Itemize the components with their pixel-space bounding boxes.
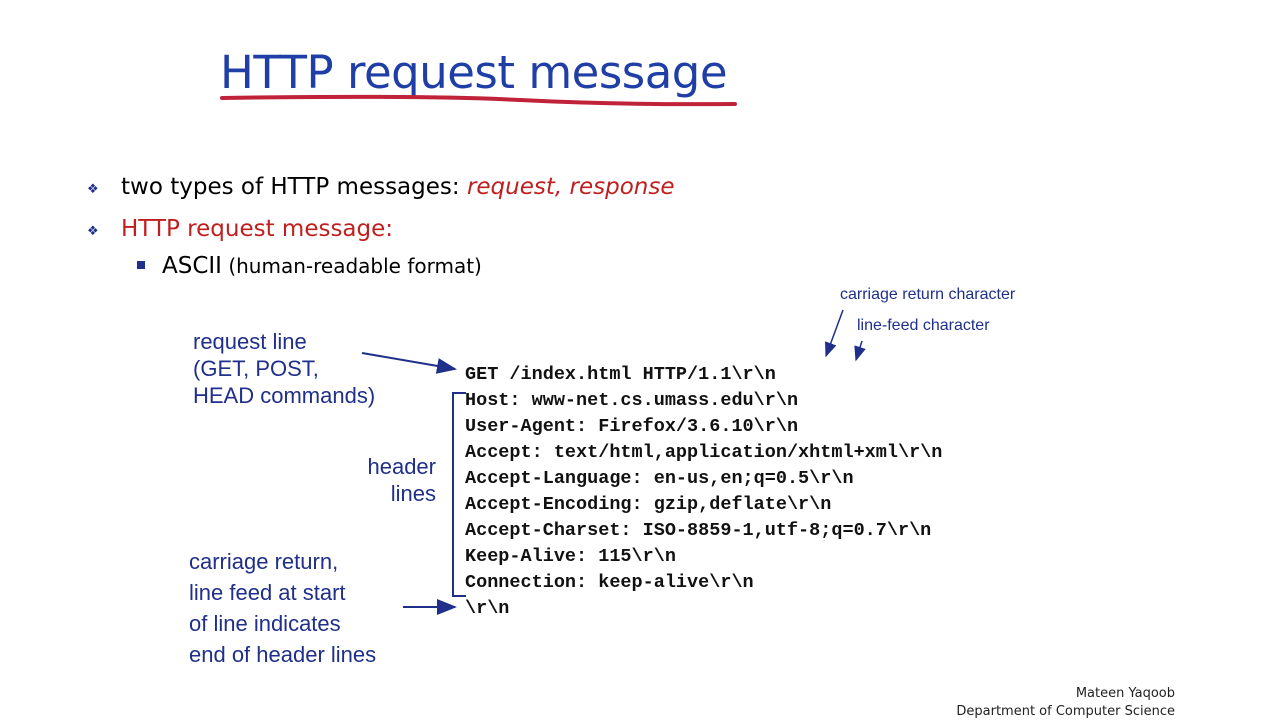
bullet-message-types: two types of HTTP messages: request, res…	[121, 174, 674, 200]
request-line-annotation: request line (GET, POST, HEAD commands)	[193, 328, 375, 409]
title-underline	[220, 94, 737, 107]
bullet-text: two types of HTTP messages:	[121, 174, 467, 200]
footer-department: Department of Computer Science	[956, 704, 1175, 719]
annotation-line: HEAD commands)	[193, 383, 376, 408]
annotation-line: end of header lines	[189, 642, 377, 667]
annotation-line: lines	[390, 481, 436, 506]
sub-bullet-ascii: ASCII (human-readable format)	[162, 253, 482, 279]
annotation-line: request line	[193, 329, 307, 354]
annotation-line: header	[367, 454, 436, 479]
header-line: Keep-Alive: 115\r\n	[465, 546, 676, 567]
sub-bullet-rest: (human-readable format)	[221, 254, 482, 278]
header-lines-annotation: header lines	[300, 453, 436, 507]
crlf-annotation: carriage return, line feed at start of l…	[189, 546, 376, 670]
footer-author: Mateen Yaqoob	[1075, 686, 1175, 701]
bullet-request-message: HTTP request message:	[121, 216, 394, 242]
annotation-line: carriage return,	[189, 549, 339, 574]
annotation-line: of line indicates	[189, 611, 341, 636]
header-line: User-Agent: Firefox/3.6.10\r\n	[465, 416, 799, 437]
bullet-accent-text: request, response	[466, 174, 675, 200]
carriage-return-label: carriage return character	[840, 286, 1016, 303]
line-feed-arrow	[854, 340, 866, 362]
header-line: Accept-Language: en-us,en;q=0.5\r\n	[465, 468, 854, 489]
header-line: Connection: keep-alive\r\n	[465, 572, 754, 593]
sub-bullet-main: ASCII	[162, 253, 222, 279]
blank-crlf-line: \r\n	[465, 598, 510, 619]
header-line: Accept-Encoding: gzip,deflate\r\n	[465, 494, 832, 515]
header-line: Host: www-net.cs.umass.edu\r\n	[465, 390, 799, 411]
header-bracket	[452, 392, 466, 597]
annotation-line: (GET, POST,	[193, 356, 319, 381]
slide-title: HTTP request message	[220, 46, 728, 99]
header-line: Accept-Charset: ISO-8859-1,utf-8;q=0.7\r…	[465, 520, 932, 541]
http-request-code: GET /index.html HTTP/1.1\r\n Host: www-n…	[465, 362, 942, 622]
annotation-line: line feed at start	[189, 580, 346, 605]
diamond-bullet-icon: ❖	[87, 224, 99, 239]
line-feed-label: line-feed character	[857, 317, 990, 334]
diamond-bullet-icon: ❖	[87, 182, 99, 197]
request-line: GET /index.html HTTP/1.1\r\n	[465, 364, 776, 385]
header-line: Accept: text/html,application/xhtml+xml\…	[465, 442, 943, 463]
square-bullet-icon	[137, 261, 145, 269]
carriage-return-arrow	[825, 309, 844, 358]
request-line-arrow	[361, 352, 457, 374]
